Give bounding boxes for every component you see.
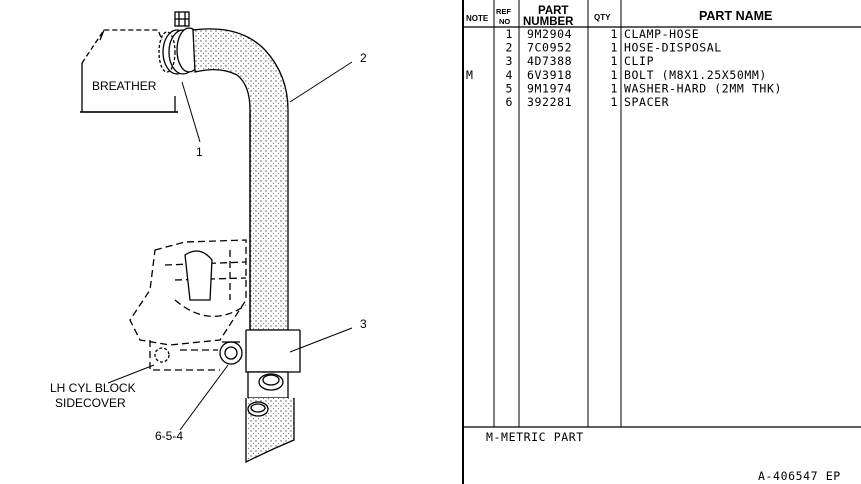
clip-part — [245, 329, 301, 464]
cell-qty: 1 — [610, 95, 618, 109]
cell-part-name: SPACER — [624, 95, 669, 109]
table-row: 1 9M2904 1 CLAMP-HOSE — [505, 27, 699, 41]
cell-part-number: 6V3918 — [527, 68, 572, 82]
table-row: 2 7C0952 1 HOSE-DISPOSAL — [505, 41, 721, 55]
callout-3-label: 3 — [360, 317, 367, 331]
cell-qty: 1 — [610, 54, 618, 68]
cell-part-number: 9M1974 — [527, 81, 572, 95]
drawing-id: A-406547 EP — [758, 469, 841, 483]
cell-qty: 1 — [610, 68, 618, 82]
metric-footnote: M-METRIC PART — [486, 430, 584, 444]
cell-part-name: CLAMP-HOSE — [624, 27, 699, 41]
table-header: NOTE REF NO PART NUMBER QTY PART NAME — [466, 5, 772, 28]
callout-2-label: 2 — [360, 51, 367, 65]
cell-qty: 1 — [610, 27, 618, 41]
bolt-washer-spacer-part — [219, 341, 243, 365]
cell-part-name: HOSE-DISPOSAL — [624, 41, 722, 55]
header-note: NOTE — [466, 14, 489, 23]
header-ref-line1: REF — [496, 7, 511, 16]
exploded-view-illustration: BREATHER — [50, 11, 367, 464]
table-row: 6 392281 1 SPACER — [505, 95, 669, 109]
cell-ref-no: 4 — [505, 68, 513, 82]
callout-1-label: 1 — [196, 145, 203, 159]
cell-qty: 1 — [610, 81, 618, 95]
header-part-name: PART NAME — [699, 9, 772, 23]
table-row: 5 9M1974 1 WASHER-HARD (2MM THK) — [505, 81, 782, 95]
header-qty: QTY — [594, 13, 611, 22]
breather-housing: BREATHER — [80, 29, 178, 113]
cell-part-name: WASHER-HARD (2MM THK) — [624, 81, 782, 95]
cell-part-name: BOLT (M8X1.25X50MM) — [624, 68, 767, 82]
sidecover-label-line2: SIDECOVER — [55, 396, 126, 410]
cell-part-name: CLIP — [624, 54, 654, 68]
cell-ref-no: 6 — [505, 95, 513, 109]
cell-ref-no: 5 — [505, 81, 513, 95]
callout-654-label: 6-5-4 — [155, 429, 183, 443]
cell-note: M — [466, 68, 474, 82]
cell-part-number: 7C0952 — [527, 41, 572, 55]
table-row: M 4 6V3918 1 BOLT (M8X1.25X50MM) — [466, 68, 767, 82]
cell-part-number: 392281 — [527, 95, 572, 109]
table-row: 3 4D7388 1 CLIP — [505, 54, 654, 68]
callout-leaders — [107, 61, 353, 431]
cell-qty: 1 — [610, 41, 618, 55]
cell-part-number: 9M2904 — [527, 27, 572, 41]
breather-label: BREATHER — [92, 79, 157, 93]
cell-ref-no: 2 — [505, 41, 513, 55]
header-part-line2: NUMBER — [523, 16, 574, 28]
header-part-line1: PART — [538, 5, 568, 17]
sidecover-label-line1: LH CYL BLOCK — [50, 381, 136, 395]
cell-ref-no: 3 — [505, 54, 513, 68]
header-ref-line2: NO — [499, 17, 510, 26]
cell-part-number: 4D7388 — [527, 54, 572, 68]
cell-ref-no: 1 — [505, 27, 513, 41]
breather-tube-inner — [154, 250, 213, 363]
